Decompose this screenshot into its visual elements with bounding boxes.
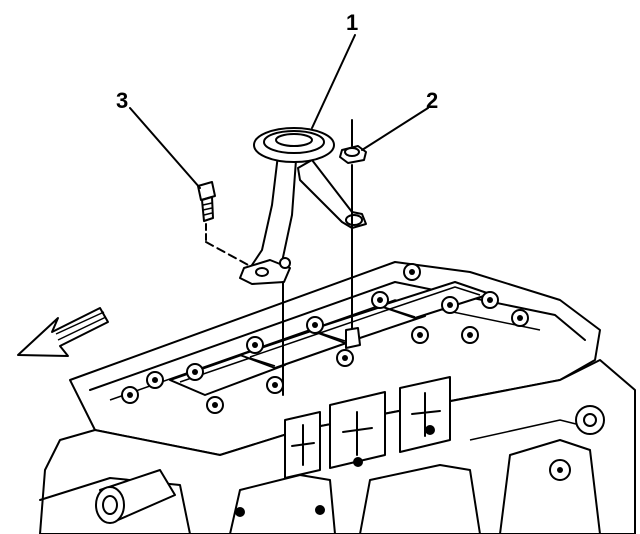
engine-block xyxy=(39,261,636,534)
front-arrow-icon xyxy=(17,307,109,357)
bolt-icon xyxy=(197,181,216,222)
install-guides xyxy=(205,119,361,396)
callout-leaders xyxy=(129,34,429,189)
deck-bolts xyxy=(121,263,529,414)
nut-icon xyxy=(339,145,367,164)
bearing-bays xyxy=(284,376,451,479)
callout-1: 1 xyxy=(346,10,358,35)
callout-2: 2 xyxy=(426,88,438,113)
callout-3: 3 xyxy=(116,88,128,113)
oil-pump-pipe-icon xyxy=(239,127,367,285)
